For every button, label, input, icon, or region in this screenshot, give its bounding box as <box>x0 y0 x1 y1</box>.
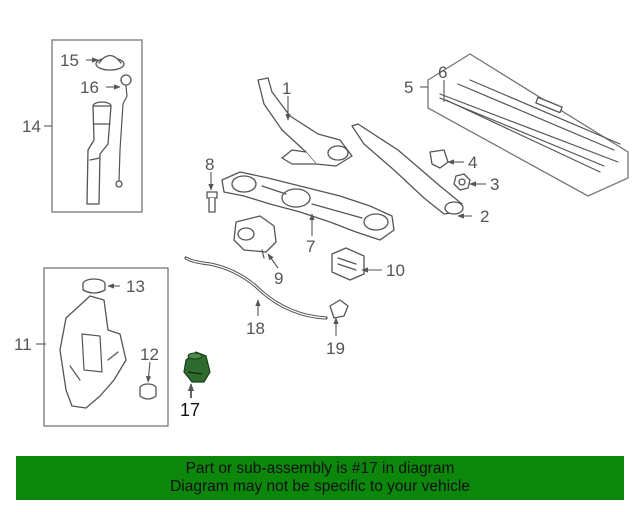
banner-line-2: Diagram may not be specific to your vehi… <box>170 478 470 495</box>
callout-7: 7 <box>306 237 315 256</box>
control-module-part[interactable] <box>331 247 365 281</box>
callout-19: 19 <box>326 339 345 358</box>
callout-8: 8 <box>205 155 214 174</box>
callout-3: 3 <box>490 175 499 194</box>
wiper-blade-part[interactable] <box>439 79 621 173</box>
callout-4: 4 <box>468 153 477 172</box>
level-gauge-part[interactable] <box>115 74 132 188</box>
nut-part[interactable] <box>453 173 471 191</box>
callout-18: 18 <box>246 319 265 338</box>
group-box-5 <box>427 53 629 197</box>
callout-5: 5 <box>404 78 413 97</box>
wiper-arm-right-part[interactable] <box>351 123 464 215</box>
filler-neck-part[interactable] <box>86 101 112 205</box>
callout-17-highlighted: 17 <box>180 400 200 420</box>
callout-16: 16 <box>80 78 99 97</box>
callout-12: 12 <box>140 345 159 364</box>
callout-15: 15 <box>60 51 79 70</box>
washer-nozzle-part[interactable] <box>329 299 349 319</box>
washer-pump-part-highlighted[interactable] <box>183 351 211 383</box>
callout-14: 14 <box>22 117 41 136</box>
group-box-11 <box>43 267 169 427</box>
info-banner: Part or sub-assembly is #17 in diagram D… <box>16 456 624 500</box>
callout-labels: 15 16 14 1 2 3 4 5 6 7 8 9 10 11 13 12 1… <box>14 51 499 420</box>
callout-1: 1 <box>282 79 291 98</box>
pivot-cap-part[interactable] <box>429 149 449 169</box>
callout-2: 2 <box>480 207 489 226</box>
bolt-part[interactable] <box>206 191 218 213</box>
callout-10: 10 <box>386 261 405 280</box>
leader-lines <box>36 57 486 398</box>
washer-hose-part[interactable] <box>184 256 328 320</box>
wiper-arm-left-part[interactable] <box>257 77 353 167</box>
wiper-linkage-part[interactable] <box>221 171 395 241</box>
callout-13: 13 <box>126 277 145 296</box>
callout-6: 6 <box>438 63 447 82</box>
callout-11: 11 <box>14 335 32 354</box>
wiper-motor-part[interactable] <box>233 215 277 259</box>
filler-cap-part[interactable] <box>95 54 125 71</box>
reservoir-cap-part[interactable] <box>82 278 106 294</box>
washer-reservoir-part[interactable] <box>59 295 127 409</box>
banner-line-1: Part or sub-assembly is #17 in diagram <box>185 460 455 477</box>
grommet-part[interactable] <box>139 383 157 400</box>
callout-9: 9 <box>274 269 283 288</box>
